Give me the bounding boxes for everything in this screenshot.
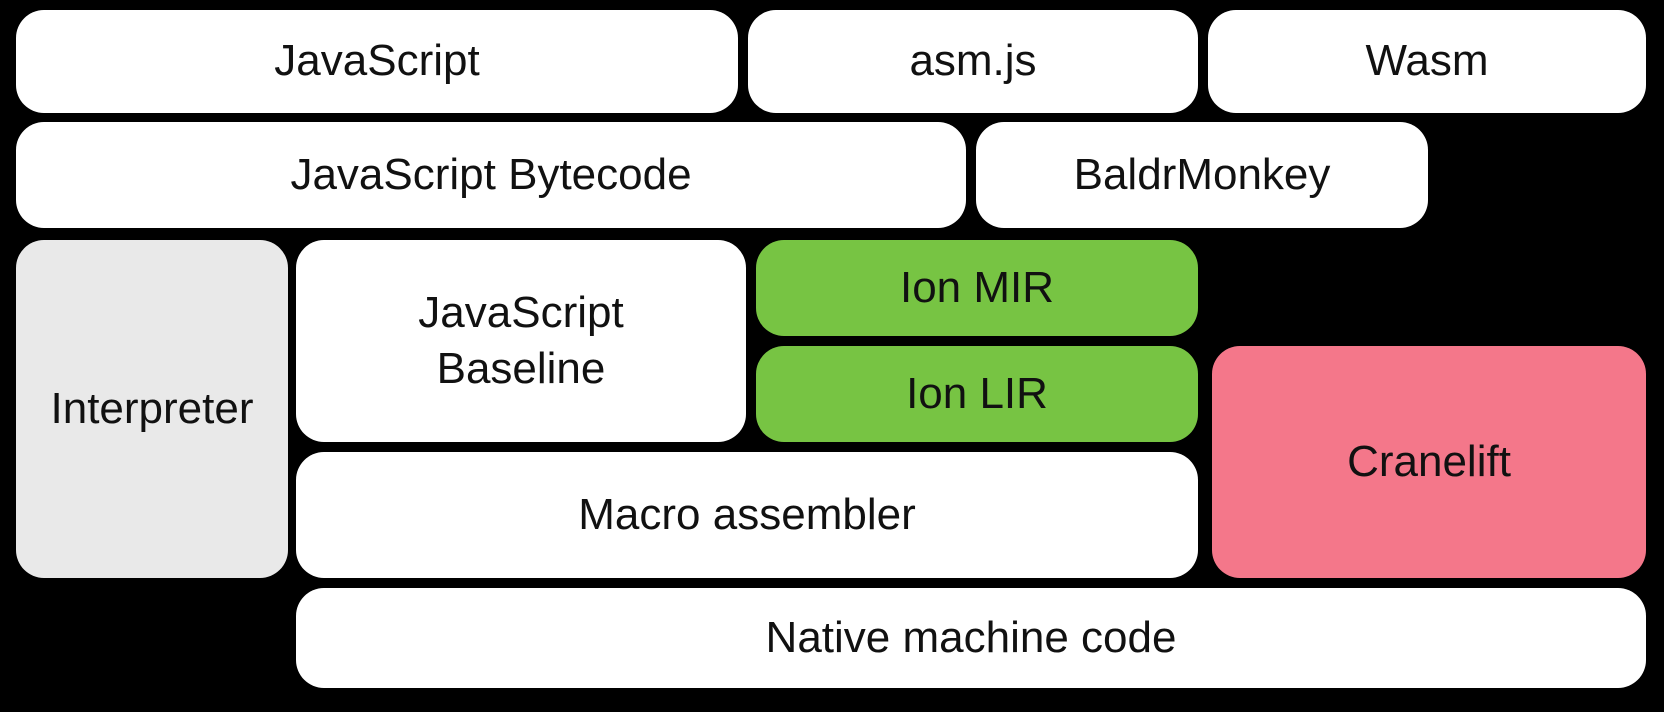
node-ion-mir: Ion MIR: [756, 240, 1198, 336]
node-javascript-bytecode: JavaScript Bytecode: [16, 122, 966, 228]
node-ion-lir: Ion LIR: [756, 346, 1198, 442]
node-cranelift: Cranelift: [1212, 346, 1646, 578]
node-native-machine-code: Native machine code: [296, 588, 1646, 688]
node-macro-assembler: Macro assembler: [296, 452, 1198, 578]
node-javascript: JavaScript: [16, 10, 738, 113]
node-asmjs: asm.js: [748, 10, 1198, 113]
node-javascript-baseline: JavaScript Baseline: [296, 240, 746, 442]
node-baldrmonkey: BaldrMonkey: [976, 122, 1428, 228]
node-interpreter: Interpreter: [16, 240, 288, 578]
node-wasm: Wasm: [1208, 10, 1646, 113]
